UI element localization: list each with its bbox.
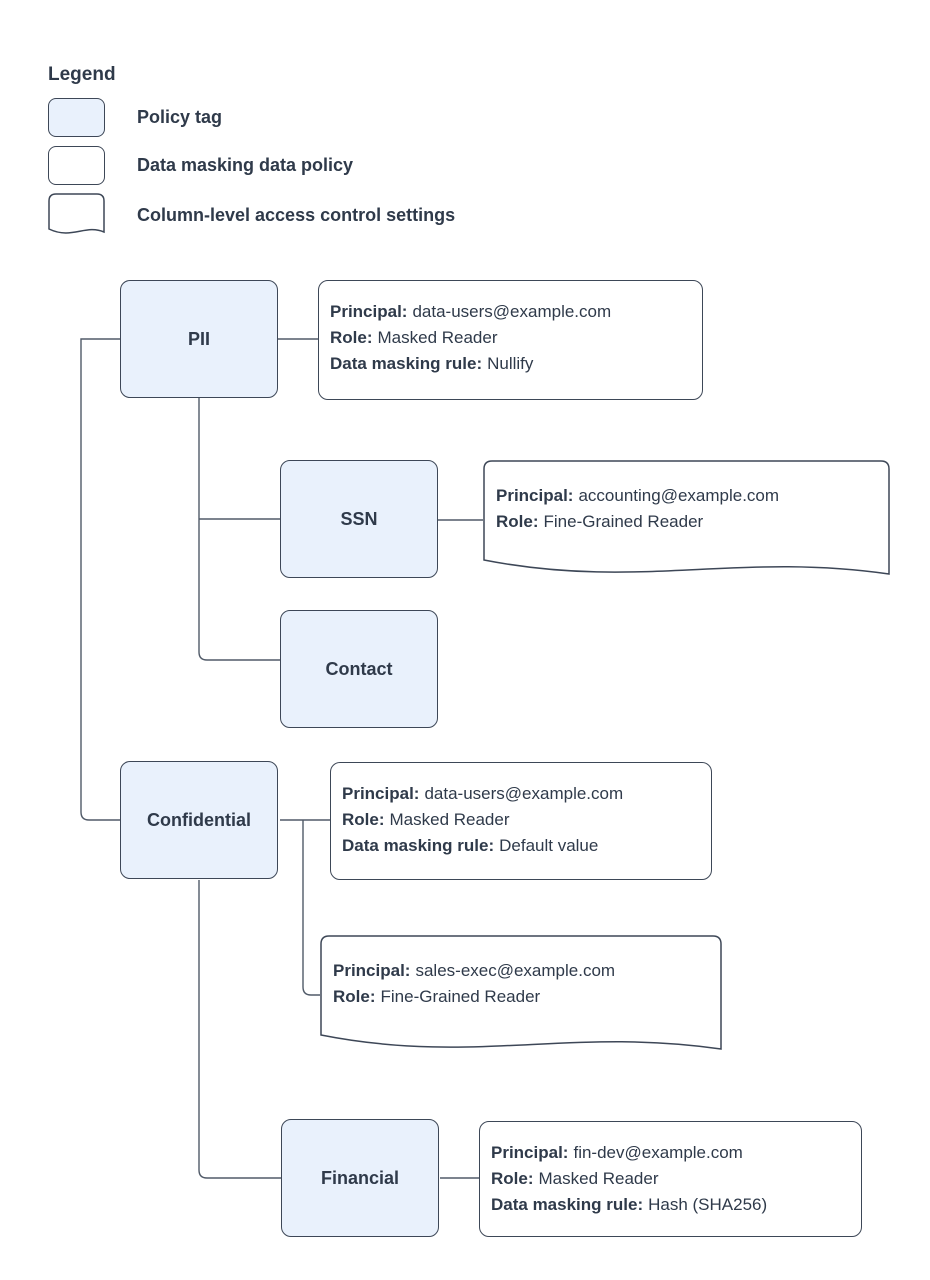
document-shape [320,935,722,1050]
access-control-text: Principal:sales-exec@example.com Role:Fi… [320,935,722,1010]
policy-line: Principal:sales-exec@example.com [333,961,616,980]
legend-item-label: Column-level access control settings [137,205,456,225]
legend: Legend Policy tag Data masking data poli… [48,64,455,238]
access-control-confidential: Principal:sales-exec@example.com Role:Fi… [320,935,722,1055]
policy-tag-pii: PII [120,280,278,398]
legend-item-label: Policy tag [137,106,223,127]
policy-line: Data masking rule:Hash (SHA256) [491,1195,768,1214]
policy-line: Principal:fin-dev@example.com [491,1143,743,1162]
policy-tag-swatch [48,97,105,137]
legend-item-data-policy: Data masking data policy [48,145,455,185]
legend-item-label: Data masking data policy [137,154,354,175]
policy-line: Role:Masked Reader [342,810,510,829]
policy-tag-ssn: SSN [280,460,438,578]
connector-confidential-access [302,820,320,996]
policy-line: Principal:data-users@example.com [330,302,612,321]
policy-tag-confidential: Confidential [120,761,278,879]
policy-line: Role:Masked Reader [491,1169,659,1188]
legend-item-policy-tag: Policy tag [48,97,455,137]
masking-policy-financial: Principal:fin-dev@example.com Role:Maske… [479,1121,862,1237]
policy-tag-financial: Financial [281,1119,439,1237]
access-control-swatch [48,193,105,234]
connector-pii-contact [198,398,280,661]
policy-line: Principal:accounting@example.com [496,486,780,505]
policy-tag-contact: Contact [280,610,438,728]
policy-line: Data masking rule:Default value [342,836,599,855]
legend-title: Legend [48,64,116,85]
access-control-text: Principal:accounting@example.com Role:Fi… [483,460,890,535]
policy-line: Principal:data-users@example.com [342,784,624,803]
masking-policy-confidential: Principal:data-users@example.com Role:Ma… [330,762,712,880]
access-control-ssn: Principal:accounting@example.com Role:Fi… [483,460,890,580]
policy-line: Data masking rule:Nullify [330,354,534,373]
masking-policy-pii: Principal:data-users@example.com Role:Ma… [318,280,703,400]
policy-line: Role:Fine-Grained Reader [333,987,541,1006]
legend-item-access-control: Column-level access control settings [48,193,455,238]
data-masking-policy-swatch [48,145,105,185]
connector-pii-confidential [80,338,120,821]
policy-tag-label: Financial [320,1167,400,1188]
policy-line: Role:Masked Reader [330,328,498,347]
policy-tag-label: SSN [340,508,378,529]
document-shape [483,460,890,575]
policy-tag-label: PII [187,328,210,349]
policy-tag-label: Contact [325,658,393,679]
connector-confidential-financial [198,880,281,1179]
policy-line: Role:Fine-Grained Reader [496,512,704,531]
policy-tag-label: Confidential [147,809,251,830]
